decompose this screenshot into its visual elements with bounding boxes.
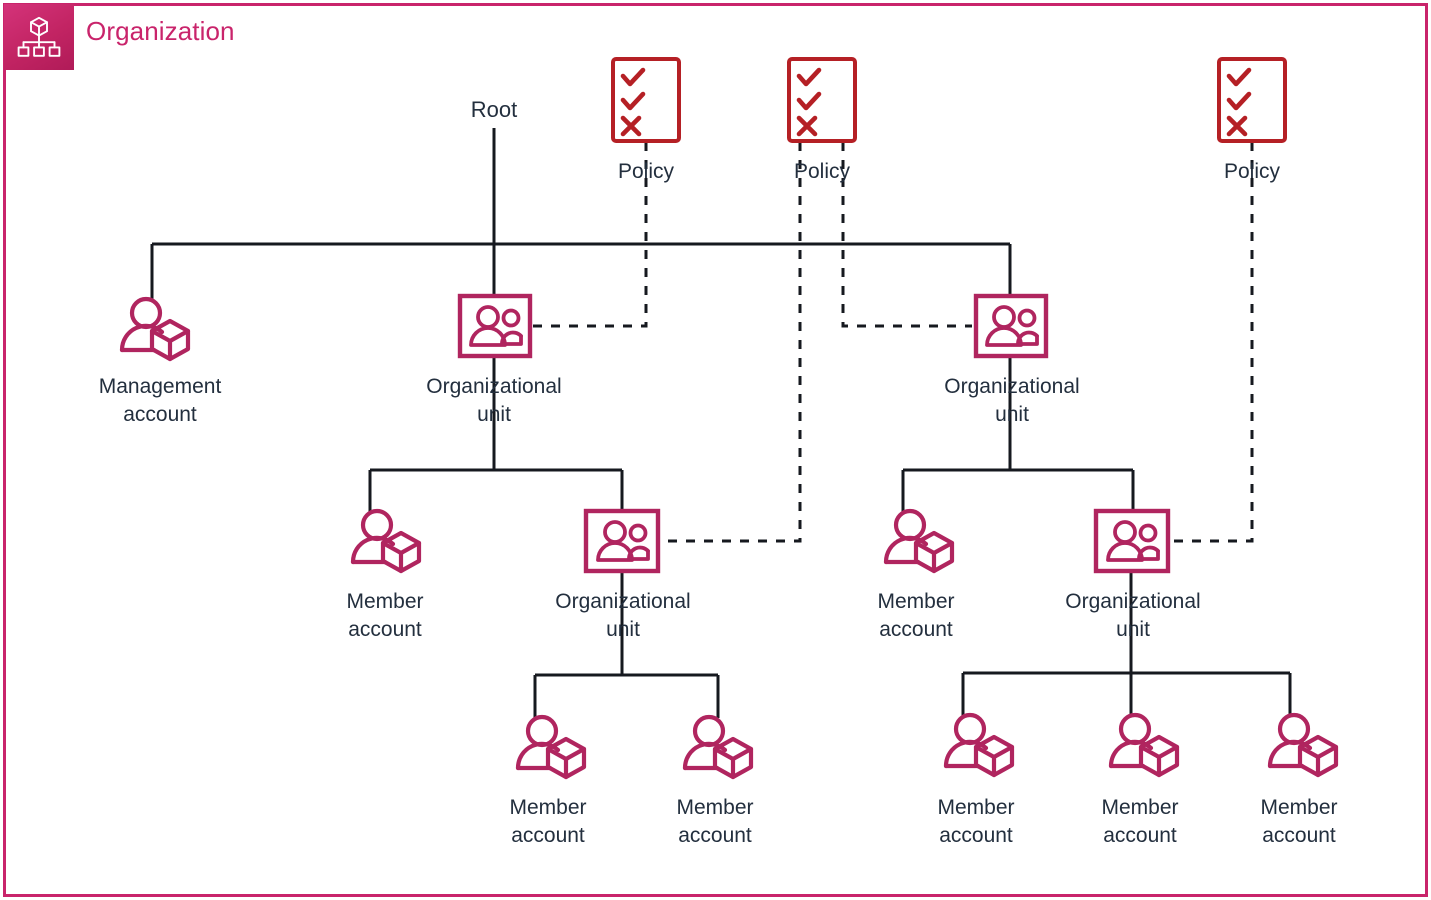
node-label-member-account-right-1: Member account — [877, 590, 955, 641]
policy-label-2: Policy — [793, 160, 851, 183]
node-label-ou-right-nested: Organizational unit — [1065, 590, 1201, 641]
policy-icon-2[interactable] — [787, 57, 857, 143]
account-person-cube-icon-member-right-1[interactable] — [883, 508, 955, 574]
node-label-member-account-left-2: Member account — [509, 796, 587, 847]
solid-connectors — [150, 128, 1292, 718]
node-label-ou-left-nested: Organizational unit — [555, 590, 691, 641]
organizational-unit-people-icon-right-nested[interactable] — [1093, 508, 1171, 574]
policy-icon-3[interactable] — [1217, 57, 1287, 143]
node-label-member-account-right-2: Member account — [937, 796, 1015, 847]
organizational-unit-people-icon-left-nested[interactable] — [583, 508, 661, 574]
dashed-policy-connectors — [532, 142, 1254, 543]
account-person-cube-icon-member-left-2[interactable] — [515, 714, 587, 780]
node-label-member-account-left-1: Member account — [346, 590, 424, 641]
node-label-member-account-right-3: Member account — [1101, 796, 1179, 847]
account-person-cube-icon-member-left-3[interactable] — [682, 714, 754, 780]
account-person-cube-icon-management[interactable] — [119, 296, 191, 362]
root-label: Root — [470, 97, 518, 122]
policy-icon-1[interactable] — [611, 57, 681, 143]
node-label-ou-right: Organizational unit — [944, 375, 1080, 426]
node-label-management-account: Management account — [98, 375, 222, 426]
policy-label-3: Policy — [1223, 160, 1281, 183]
page-title: Organization — [86, 16, 235, 46]
organization-logo-badge — [4, 4, 74, 70]
account-person-cube-icon-member-left-1[interactable] — [350, 508, 422, 574]
account-person-cube-icon-member-right-4[interactable] — [1267, 712, 1339, 778]
node-label-member-account-right-4: Member account — [1260, 796, 1338, 847]
organizational-unit-people-icon-right[interactable] — [973, 293, 1049, 359]
node-label-member-account-left-3: Member account — [676, 796, 754, 847]
account-person-cube-icon-member-right-2[interactable] — [943, 712, 1015, 778]
account-person-cube-icon-member-right-3[interactable] — [1108, 712, 1180, 778]
node-label-ou-left: Organizational unit — [426, 375, 562, 426]
organizational-unit-people-icon-left[interactable] — [457, 293, 533, 359]
organization-cube-tree-icon — [16, 15, 62, 59]
policy-label-1: Policy — [617, 160, 675, 183]
